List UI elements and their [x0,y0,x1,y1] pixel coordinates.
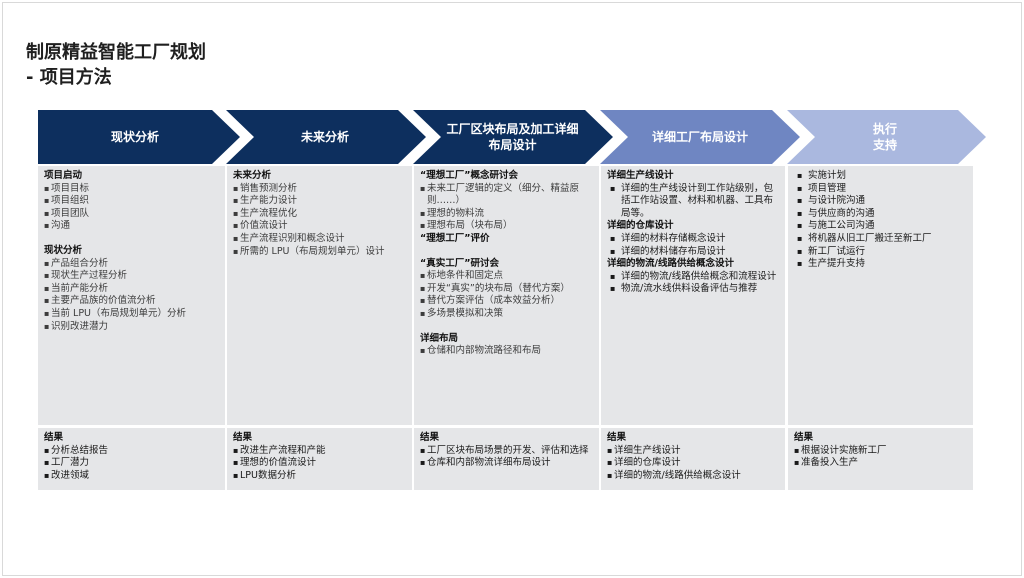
list-item: 详细的材料储存布局设计 [607,246,779,259]
list-item: 替代方案评估（成本效益分析） [420,295,593,308]
result-heading: 结果 [233,432,253,443]
section-heading: 现状分析 [44,244,83,256]
result-heading: 结果 [420,432,440,443]
result-execution-support: 结果 根据设计实施新工厂 准备投入生产 [788,428,973,490]
list-item: 与设计院沟通 [794,195,967,208]
list-item: 理想的物料流 [420,208,593,221]
list-item: 未来工厂逻辑的定义（细分、精益原则……） [420,183,593,208]
item-list: 产品组合分析 现状生产过程分析 当前产能分析 主要产品族的价值流分析 当前 LP… [44,258,219,334]
list-item: 详细的材料存储概念设计 [607,233,779,246]
list-item: 识别改进潜力 [44,321,219,334]
section-heading: 项目启动 [44,170,83,181]
item-list: 详细的物流/线路供给概念和流程设计 物流/流水线供料设备评估与推荐 [607,271,779,296]
result-item: 详细的物流/线路供给概念设计 [607,470,779,483]
section-heading: 未来分析 [233,170,272,181]
result-list: 根据设计实施新工厂 准备投入生产 [794,445,967,470]
section-heading: “理想工厂”评价 [420,232,490,244]
column-future-analysis: 未来分析 销售预测分析 生产能力设计 生产流程优化 价值流设计 生产流程识别和概… [227,166,412,425]
item-list: 项目目标 项目组织 项目团队 沟通 [44,183,219,233]
phase-label-1: 现状分析 [110,130,159,144]
list-item: 新工厂试运行 [794,246,967,259]
list-item: 产品组合分析 [44,258,219,271]
list-item: 当前产能分析 [44,283,219,296]
list-item: 标地条件和固定点 [420,270,593,283]
phase-label-2: 未来分析 [300,130,349,144]
section-heading: 详细的物流/线路供给概念设计 [607,258,734,270]
list-item: 当前 LPU（布局规划单元）分析 [44,308,219,321]
phase-label-5: 执行 支持 [872,122,897,152]
result-list: 改进生产流程和产能 理想的价值流设计 LPU数据分析 [233,445,406,483]
section-heading: “真实工厂”研讨会 [420,257,499,269]
list-item: 详细的物流/线路供给概念和流程设计 [607,271,779,284]
list-item: 生产流程优化 [233,208,406,221]
result-item: 根据设计实施新工厂 [794,445,967,458]
section-heading: 详细的仓库设计 [607,220,674,232]
list-item: 实施计划 [794,170,967,183]
result-current-analysis: 结果 分析总结报告 工厂潜力 改进领域 [38,428,225,490]
result-list: 详细生产线设计 详细的仓库设计 详细的物流/线路供给概念设计 [607,445,779,483]
result-item: 改进生产流程和产能 [233,445,406,458]
result-item: 工厂潜力 [44,457,219,470]
list-item: 项目组织 [44,195,219,208]
list-item: 多场景模拟和决策 [420,308,593,321]
list-item: 生产流程识别和概念设计 [233,233,406,246]
result-heading: 结果 [44,432,64,443]
title-line-1: 制原精益智能工厂规划 [26,42,206,63]
result-item: 仓库和内部物流详细布局设计 [420,457,593,470]
item-list: 仓储和内部物流路径和布局 [420,345,593,358]
slide-title: 制原精益智能工厂规划 - 项目方法 [26,40,206,90]
phase-label-4: 详细工厂布局设计 [651,130,748,144]
list-item: 详细的生产线设计到工作站级别，包括工作站设置、材料和机器、工具布局等。 [607,183,779,221]
section-heading: 详细生产线设计 [607,170,674,181]
result-heading: 结果 [607,432,627,443]
item-list: 销售预测分析 生产能力设计 生产流程优化 价值流设计 生产流程识别和概念设计 所… [233,183,406,259]
item-list: 详细的生产线设计到工作站级别，包括工作站设置、材料和机器、工具布局等。 [607,183,779,221]
column-current-analysis: 项目启动 项目目标 项目组织 项目团队 沟通 现状分析 产品组合分析 现状生产过… [38,166,225,425]
list-item: 价值流设计 [233,220,406,233]
column-detailed-layout: 详细生产线设计 详细的生产线设计到工作站级别，包括工作站设置、材料和机器、工具布… [601,166,785,425]
result-item: LPU数据分析 [233,470,406,483]
column-block-layout: “理想工厂”概念研讨会 未来工厂逻辑的定义（细分、精益原则……） 理想的物料流 … [414,166,599,425]
result-item: 改进领域 [44,470,219,483]
result-heading: 结果 [794,432,814,443]
list-item: 现状生产过程分析 [44,270,219,283]
list-item: 与供应商的沟通 [794,208,967,221]
list-item: 开发“真实”的块布局（替代方案） [420,283,593,296]
list-item: 仓储和内部物流路径和布局 [420,345,593,358]
item-list: 实施计划 项目管理 与设计院沟通 与供应商的沟通 与施工公司沟通 将机器从旧工厂… [794,170,967,271]
result-block-layout: 结果 工厂区块布局场景的开发、评估和选择 仓库和内部物流详细布局设计 [414,428,599,490]
result-item: 理想的价值流设计 [233,457,406,470]
list-item: 沟通 [44,220,219,233]
item-list: 详细的材料存储概念设计 详细的材料储存布局设计 [607,233,779,258]
result-item: 详细的仓库设计 [607,457,779,470]
section-heading: “理想工厂”概念研讨会 [420,170,518,181]
result-item: 工厂区块布局场景的开发、评估和选择 [420,445,593,458]
list-item: 项目管理 [794,183,967,196]
item-list: 未来工厂逻辑的定义（细分、精益原则……） 理想的物料流 理想布局（块布局） [420,183,593,233]
result-item: 准备投入生产 [794,457,967,470]
result-list: 工厂区块布局场景的开发、评估和选择 仓库和内部物流详细布局设计 [420,445,593,470]
item-list: 标地条件和固定点 开发“真实”的块布局（替代方案） 替代方案评估（成本效益分析）… [420,270,593,320]
result-item: 分析总结报告 [44,445,219,458]
result-item: 详细生产线设计 [607,445,779,458]
list-item: 将机器从旧工厂搬迁至新工厂 [794,233,967,246]
list-item: 主要产品族的价值流分析 [44,295,219,308]
section-heading: 详细布局 [420,332,459,344]
result-future-analysis: 结果 改进生产流程和产能 理想的价值流设计 LPU数据分析 [227,428,412,490]
list-item: 所需的 LPU（布局规划单元）设计 [233,246,406,259]
result-detailed-layout: 结果 详细生产线设计 详细的仓库设计 详细的物流/线路供给概念设计 [601,428,785,490]
list-item: 销售预测分析 [233,183,406,196]
list-item: 项目目标 [44,183,219,196]
list-item: 物流/流水线供料设备评估与推荐 [607,283,779,296]
list-item: 与施工公司沟通 [794,220,967,233]
list-item: 理想布局（块布局） [420,220,593,233]
title-line-2: - 项目方法 [26,67,112,88]
list-item: 生产提升支持 [794,258,967,271]
column-execution-support: 实施计划 项目管理 与设计院沟通 与供应商的沟通 与施工公司沟通 将机器从旧工厂… [788,166,973,425]
list-item: 生产能力设计 [233,195,406,208]
list-item: 项目团队 [44,208,219,221]
phase-label-3: 工厂区块布局及加工详细 布局设计 [446,122,579,152]
result-list: 分析总结报告 工厂潜力 改进领域 [44,445,219,483]
